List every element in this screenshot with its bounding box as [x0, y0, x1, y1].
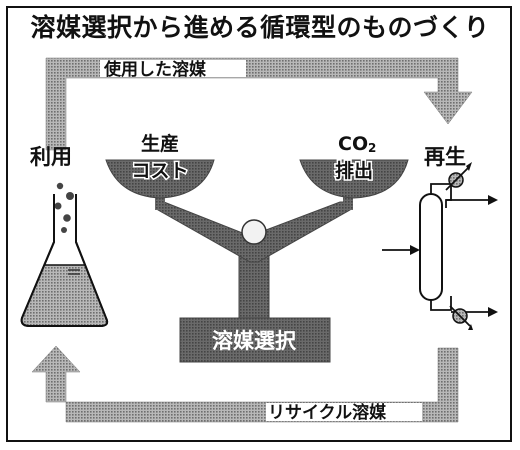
balance-scale-icon: [105, 159, 409, 363]
solvent-selection-label: 溶媒選択: [212, 329, 297, 353]
recycled-solvent-label-bg: [266, 403, 422, 421]
distillation-column-icon: [382, 162, 498, 330]
use-label: 利用: [30, 145, 72, 169]
production-cost-label-line1: 生産: [141, 132, 179, 155]
used-solvent-arrow: [45, 57, 473, 151]
co2-label: CO: [338, 133, 368, 155]
used-solvent-label: 使用した溶媒: [103, 59, 207, 80]
valve-icon: [449, 305, 473, 330]
regeneration-label: 再生: [424, 145, 466, 169]
used-solvent-label-bg: [100, 60, 246, 77]
co2-subscript: 2: [368, 141, 376, 155]
valve-icon: [445, 162, 472, 191]
diagram-title: 溶媒選択から進める循環型のものづくり: [30, 13, 490, 42]
recycled-solvent-label: リサイクル溶媒: [268, 402, 387, 423]
erlenmeyer-flask-icon: [20, 182, 109, 327]
co2-emission-label: 排出: [335, 159, 373, 182]
production-cost-label-line2: コスト: [131, 160, 188, 182]
